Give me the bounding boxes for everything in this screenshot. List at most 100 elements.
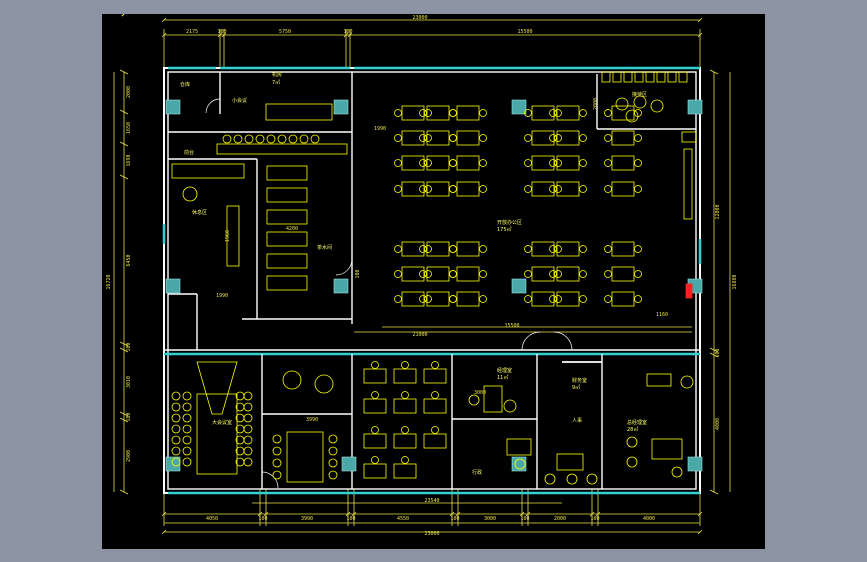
lounge-chair [650, 99, 664, 113]
dim-tick [119, 347, 129, 353]
room-area: 28㎡ [627, 426, 638, 433]
chair [479, 159, 487, 167]
shelf [266, 187, 308, 203]
chair [479, 295, 487, 303]
chair [634, 270, 642, 278]
dim-bottom-segment: 2000 [554, 516, 566, 522]
room-label: 开放办公区 [497, 219, 522, 226]
chair [419, 159, 427, 167]
dim-bottom-segment: 4550 [397, 516, 409, 522]
chair [328, 458, 338, 468]
desk [556, 181, 580, 197]
red-marker [685, 283, 693, 299]
chair [549, 159, 557, 167]
chair [579, 295, 587, 303]
chair [243, 413, 253, 423]
desk [426, 181, 450, 197]
chair [604, 295, 612, 303]
locker [634, 71, 644, 83]
dim-interior: 21000 [412, 332, 427, 338]
dim-tick [119, 341, 129, 347]
dim-interior: 15500 [504, 323, 519, 329]
desk [426, 291, 450, 307]
chair [299, 134, 309, 144]
chair [586, 473, 598, 485]
door-swing [521, 331, 541, 351]
chair [394, 295, 402, 303]
desk [556, 155, 580, 171]
chair [371, 361, 379, 369]
chair [549, 134, 557, 142]
desk [456, 181, 480, 197]
chair [235, 435, 245, 445]
desk [363, 398, 387, 414]
dim-interior: 4200 [286, 226, 298, 232]
round-table [282, 370, 302, 390]
desk [426, 155, 450, 171]
chair [243, 446, 253, 456]
chair [222, 134, 232, 144]
shelf [266, 165, 308, 181]
desk [401, 155, 425, 171]
dim-tick [161, 17, 167, 23]
dim-right-segment: 4000 [715, 418, 721, 430]
dim-tick [709, 347, 719, 353]
desk [611, 105, 635, 121]
chair [182, 435, 192, 445]
desk [531, 241, 555, 257]
chair [554, 185, 562, 193]
desk [531, 181, 555, 197]
chair [371, 391, 379, 399]
chair [626, 456, 638, 468]
chair [401, 456, 409, 464]
chair [634, 159, 642, 167]
dim-left-segment: 1650 [126, 122, 132, 134]
column [511, 99, 527, 115]
locker [678, 71, 688, 83]
chair [479, 245, 487, 253]
chair [449, 245, 457, 253]
dim-left-segment: 6450 [126, 254, 132, 266]
dim-bottom-segment: 100 [520, 516, 529, 522]
chair [579, 159, 587, 167]
chair [235, 424, 245, 434]
chair [634, 185, 642, 193]
chair [243, 435, 253, 445]
room-label: 财务室 [572, 377, 587, 384]
chair [243, 424, 253, 434]
chair [479, 185, 487, 193]
office-desk [483, 385, 503, 413]
chair [604, 159, 612, 167]
chair [634, 295, 642, 303]
chair [424, 245, 432, 253]
round-table [182, 186, 198, 202]
door-swing [261, 471, 279, 489]
chair [182, 446, 192, 456]
chair [255, 134, 265, 144]
lounge-chair [633, 95, 647, 109]
dim-left-segment: 100 [126, 412, 132, 421]
structural-columns [165, 99, 703, 472]
chair [244, 134, 254, 144]
column [165, 99, 181, 115]
chair [424, 185, 432, 193]
chair [182, 413, 192, 423]
chair [182, 391, 192, 401]
desk [531, 266, 555, 282]
room-area: 9㎡ [572, 384, 580, 391]
chair [266, 134, 276, 144]
dim-tick [119, 417, 129, 423]
column [333, 278, 349, 294]
chair [468, 394, 480, 406]
dim-interior: 1990 [374, 126, 386, 132]
desk [401, 181, 425, 197]
sofa [646, 373, 672, 387]
cabinet [226, 205, 240, 267]
chair [604, 185, 612, 193]
dim-left-segment: 3010 [126, 376, 132, 388]
desk [401, 241, 425, 257]
chair [419, 295, 427, 303]
